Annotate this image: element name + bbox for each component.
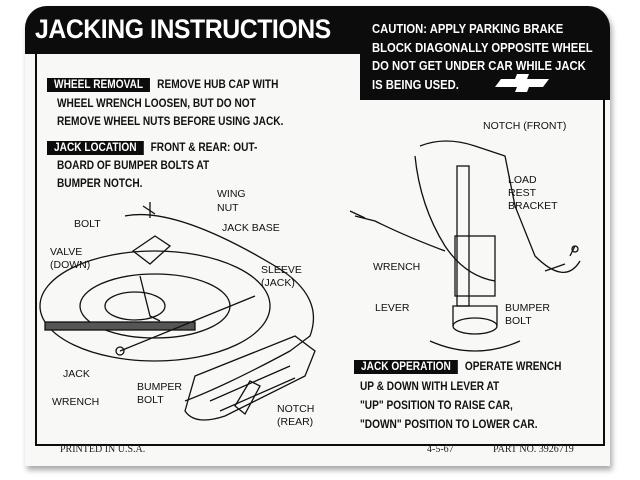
label-valve: VALVE	[50, 246, 83, 258]
label-rest: REST	[508, 187, 537, 199]
label-notch: NOTCH	[277, 403, 315, 415]
jack-operation-tag: JACK OPERATION	[354, 360, 458, 374]
jack-diagrams	[39, 140, 581, 421]
title-band: JACKING INSTRUCTIONS	[25, 6, 360, 54]
bumper-jack-diagram	[349, 140, 581, 352]
label-bracket: BRACKET	[508, 200, 558, 212]
print-date: 4-5-67	[427, 444, 454, 455]
jack-location-tag: JACK LOCATION	[47, 141, 144, 155]
wheel-removal-line: WHEEL WRENCH LOOSEN, BUT DO NOT	[57, 98, 256, 110]
label-jack: JACK	[63, 368, 90, 380]
text: REMOVE HUB CAP WITH	[157, 79, 279, 91]
part-number: PART NO. 3926719	[493, 444, 574, 455]
label-wrench-right: WRENCH	[373, 261, 421, 273]
jack-operation-line: UP & DOWN WITH LEVER AT	[360, 381, 500, 393]
jack-location-line: BUMPER NOTCH.	[57, 178, 143, 190]
printed-in-usa: PRINTED IN U.S.A.	[60, 444, 146, 455]
decal-title: JACKING INSTRUCTIONS	[35, 14, 331, 44]
caution-line: IS BEING USED.	[372, 77, 459, 92]
label-bumper-bolt-right: BOLT	[505, 315, 532, 327]
jack-operation-line: "DOWN" POSITION TO LOWER CAR.	[360, 419, 538, 431]
label-lever: LEVER	[375, 302, 410, 314]
label-notch-rear: (REAR)	[277, 416, 314, 428]
label-jack-base: JACK BASE	[222, 222, 280, 234]
label-valve-down: (DOWN)	[50, 259, 91, 271]
label-sleeve-jack: (JACK)	[261, 277, 295, 289]
chevrolet-bowtie-logo	[495, 74, 549, 92]
content-frame	[35, 54, 605, 446]
label-sleeve: SLEEVE	[261, 264, 302, 276]
caution-block: CAUTION: APPLY PARKING BRAKE BLOCK DIAGO…	[360, 6, 610, 100]
wheel-removal-line: WHEEL REMOVAL REMOVE HUB CAP WITH	[47, 76, 278, 95]
caution-line: CAUTION: APPLY PARKING BRAKE	[372, 22, 564, 36]
label-nut: NUT	[217, 202, 239, 214]
label-bumper: BUMPER	[137, 381, 182, 393]
label-wrench: WRENCH	[52, 396, 100, 408]
label-bumper-right: BUMPER	[505, 302, 550, 314]
caution-line: BLOCK DIAGONALLY OPPOSITE WHEEL	[372, 40, 593, 55]
text: OPERATE WRENCH	[464, 361, 562, 373]
caution-line: DO NOT GET UNDER CAR WHILE JACK	[372, 59, 586, 73]
label-notch-front: NOTCH (FRONT)	[483, 120, 567, 132]
label-bolt: BOLT	[74, 218, 101, 230]
jack-operation-line: JACK OPERATION OPERATE WRENCH	[354, 358, 561, 377]
text: FRONT & REAR: OUT-	[150, 142, 258, 154]
jack-location-line: BOARD OF BUMPER BOLTS AT	[57, 160, 210, 172]
label-load: LOAD	[508, 174, 537, 186]
wheel-removal-tag: WHEEL REMOVAL	[47, 78, 151, 92]
jack-location-line: JACK LOCATION FRONT & REAR: OUT-	[47, 139, 257, 158]
jack-operation-line: "UP" POSITION TO RAISE CAR,	[360, 400, 513, 412]
label-bumper-bolt: BOLT	[137, 394, 164, 406]
jacking-instructions-decal: JACKING INSTRUCTIONS CAUTION: APPLY PARK…	[25, 6, 610, 466]
wheel-removal-line: REMOVE WHEEL NUTS BEFORE USING JACK.	[57, 116, 284, 128]
spare-wheel-diagram	[39, 202, 316, 421]
label-wing: WING	[217, 188, 246, 200]
